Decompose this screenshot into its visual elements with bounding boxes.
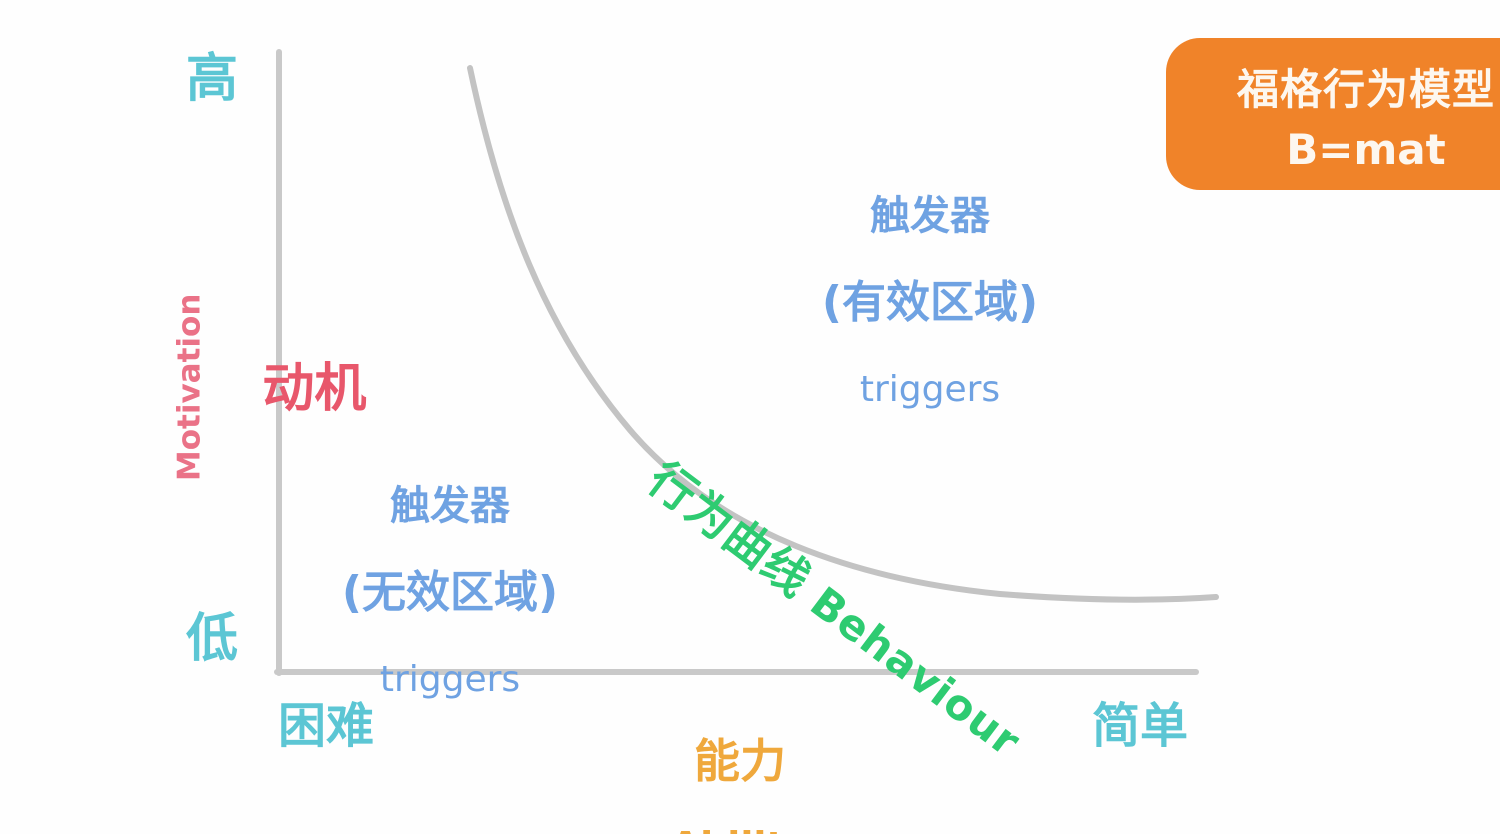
trigger-inactive-line2: (无效区域): [341, 567, 559, 619]
y-axis-title-cn-text: 动机: [262, 359, 367, 420]
x-axis-title-cn: 能力: [694, 733, 786, 788]
behaviour-curve-label-cn: 行为曲线: [638, 451, 822, 608]
annotation-trigger-active-region: 触发器 (有效区域) triggers: [780, 158, 1080, 446]
x-axis-easy-label: 简单: [1092, 698, 1189, 754]
trigger-active-line1: 触发器: [870, 192, 990, 239]
model-title-badge: 福格行为模型 B=mat: [1166, 38, 1500, 190]
annotation-trigger-inactive-region: 触发器 (无效区域) triggers: [300, 448, 600, 736]
badge-title: 福格行为模型: [1236, 65, 1495, 114]
x-axis-title-en: Ability: [600, 825, 880, 834]
badge-formula: B=mat: [1286, 125, 1446, 174]
y-axis-low-label: 低: [186, 609, 239, 669]
y-axis-title-cn: 动机: [190, 305, 366, 473]
trigger-active-line2: (有效区域): [821, 277, 1039, 329]
y-axis-title-en: Motivation: [171, 293, 208, 482]
trigger-active-line3: triggers: [859, 368, 1001, 410]
trigger-inactive-line3: triggers: [379, 658, 521, 700]
trigger-inactive-line1: 触发器: [390, 482, 510, 529]
x-axis-title: 能力 Ability: [600, 700, 880, 834]
y-axis-high-label: 高: [186, 49, 239, 109]
x-axis-hard-label: 困难: [278, 698, 375, 754]
